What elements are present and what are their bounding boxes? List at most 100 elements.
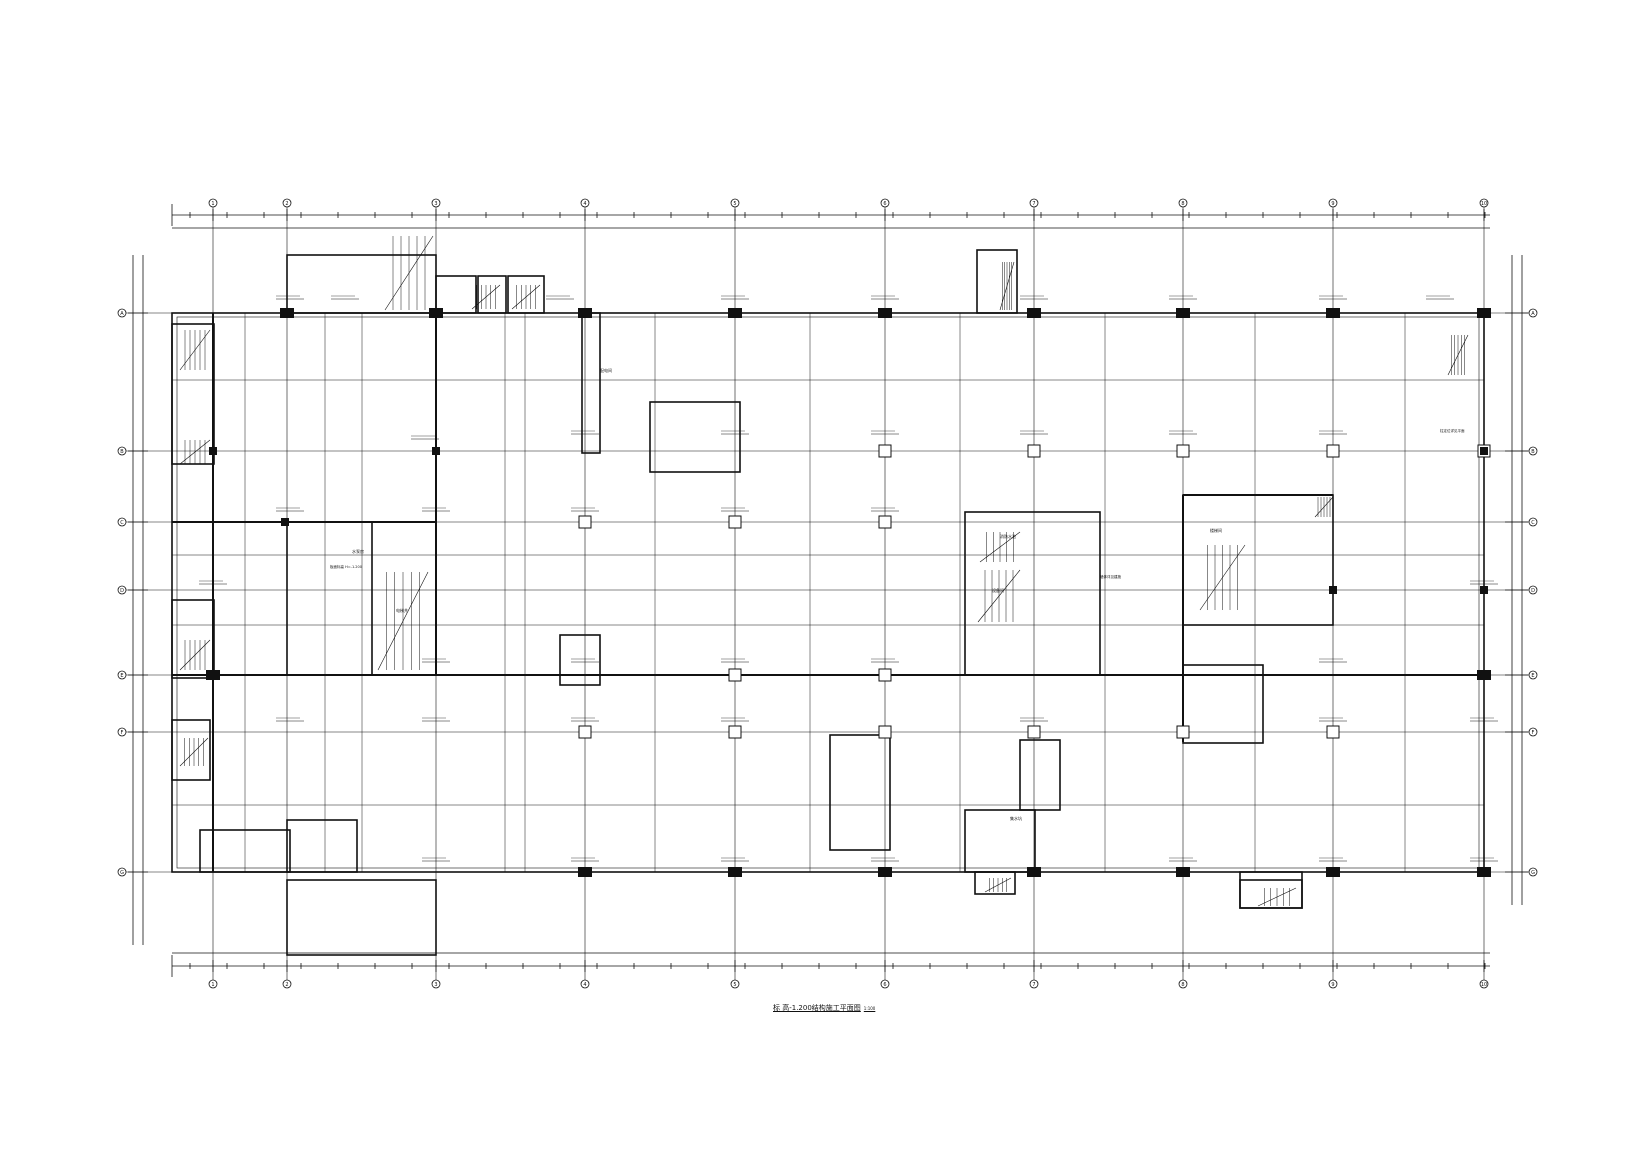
projecting-room-wall bbox=[286, 254, 437, 314]
room-label: 水泵房 bbox=[352, 548, 364, 554]
axis-bubble bbox=[1328, 979, 1338, 989]
column bbox=[1176, 867, 1190, 877]
core-wall bbox=[964, 809, 1036, 873]
dimension-lines bbox=[128, 204, 1528, 977]
axis-bubble bbox=[730, 198, 740, 208]
axis-bubble bbox=[117, 585, 127, 595]
axis-bubble-label: A bbox=[1531, 311, 1535, 317]
column bbox=[1326, 308, 1340, 318]
axis-bubble-label: B bbox=[120, 449, 124, 455]
column-small bbox=[1329, 586, 1337, 594]
axis-bubble-label: 1 bbox=[211, 982, 214, 988]
axis-bubble-label: 10 bbox=[1481, 201, 1487, 207]
core-wall bbox=[199, 829, 291, 873]
plan-note: 柱定位详见平面 bbox=[1440, 428, 1465, 433]
structural-walls bbox=[171, 249, 1485, 956]
stair-diagonal bbox=[179, 329, 211, 371]
stair-diagonal bbox=[179, 439, 211, 465]
axis-bubble bbox=[282, 198, 292, 208]
axis-bubble bbox=[117, 308, 127, 318]
axis-bubble bbox=[282, 979, 292, 989]
projecting-room-wall bbox=[171, 323, 215, 465]
axis-bubble bbox=[117, 867, 127, 877]
projecting-room-wall bbox=[171, 599, 215, 679]
projecting-room-wall bbox=[477, 275, 507, 314]
room-label: 设备间 bbox=[992, 587, 1004, 593]
axis-bubble-label: C bbox=[1531, 520, 1535, 526]
axis-bubble bbox=[1528, 670, 1538, 680]
columns bbox=[206, 308, 1491, 877]
stair-diagonal bbox=[179, 639, 211, 671]
stair-diagonal bbox=[1199, 544, 1246, 611]
axis-bubble bbox=[1528, 867, 1538, 877]
axis-bubble bbox=[880, 198, 890, 208]
room-label: 配电间 bbox=[600, 367, 612, 373]
axis-bubble bbox=[1528, 446, 1538, 456]
axis-bubble bbox=[1328, 198, 1338, 208]
core-wall bbox=[286, 819, 358, 873]
column bbox=[728, 308, 742, 318]
axis-bubble bbox=[1528, 727, 1538, 737]
axis-bubble-label: F bbox=[121, 730, 124, 736]
axis-bubble-label: 4 bbox=[583, 982, 586, 988]
axis-bubble bbox=[431, 198, 441, 208]
stair-diagonal bbox=[471, 284, 501, 310]
core-wall bbox=[1182, 664, 1264, 744]
drawing-title-text: 标 高-1.200结构施工平面图 bbox=[773, 1004, 861, 1012]
column-outline bbox=[728, 515, 742, 529]
column bbox=[206, 670, 220, 680]
outer-wall-inner-face bbox=[176, 316, 1480, 869]
core-wall bbox=[1239, 879, 1303, 909]
axis-bubble bbox=[880, 979, 890, 989]
axis-bubble-label: 2 bbox=[285, 982, 288, 988]
stair-diagonal bbox=[179, 737, 209, 767]
room-label: 集水坑 bbox=[1010, 815, 1022, 821]
axis-bubble bbox=[1178, 198, 1188, 208]
axis-bubble-label: A bbox=[120, 311, 124, 317]
stair-diagonal bbox=[1447, 334, 1469, 376]
axis-bubble bbox=[208, 979, 218, 989]
axis-bubble bbox=[117, 446, 127, 456]
axis-bubble-label: G bbox=[120, 870, 124, 876]
drawing-scale: 1:100 bbox=[863, 1006, 876, 1011]
column bbox=[280, 308, 294, 318]
axis-bubble bbox=[730, 979, 740, 989]
outer-wall bbox=[171, 312, 1485, 873]
column-small bbox=[281, 518, 289, 526]
room-label: 楼梯间 bbox=[1210, 527, 1222, 533]
column bbox=[878, 867, 892, 877]
column bbox=[728, 867, 742, 877]
column-small bbox=[432, 447, 440, 455]
column-outline bbox=[1326, 444, 1340, 458]
axis-bubble bbox=[117, 670, 127, 680]
axis-bubble-label: D bbox=[120, 588, 124, 594]
column bbox=[1176, 308, 1190, 318]
detail-linework bbox=[179, 235, 1498, 907]
column bbox=[878, 308, 892, 318]
axis-bubble-label: E bbox=[1531, 673, 1534, 679]
column-outline bbox=[878, 725, 892, 739]
axis-bubble-label: B bbox=[1531, 449, 1535, 455]
axis-bubble-label: 3 bbox=[434, 982, 437, 988]
axis-bubble bbox=[1479, 198, 1489, 208]
column-outline bbox=[578, 725, 592, 739]
axis-bubble bbox=[1178, 979, 1188, 989]
stair-diagonal bbox=[979, 531, 1021, 563]
axis-bubble-label: 5 bbox=[733, 982, 736, 988]
column-outline bbox=[578, 515, 592, 529]
axis-bubble-label: 6 bbox=[883, 201, 886, 207]
axis-bubble-label: 7 bbox=[1032, 982, 1035, 988]
axis-bubble bbox=[1528, 517, 1538, 527]
stair-diagonal bbox=[1314, 496, 1334, 518]
projecting-room-wall bbox=[507, 275, 545, 314]
axis-bubble-label: E bbox=[120, 673, 123, 679]
core-wall bbox=[286, 521, 437, 676]
axis-bubble-label: C bbox=[120, 520, 124, 526]
column-small bbox=[1480, 586, 1488, 594]
column-outline bbox=[878, 444, 892, 458]
axis-bubble-label: 1 bbox=[211, 201, 214, 207]
column-outline bbox=[1027, 725, 1041, 739]
axis-bubble bbox=[1029, 979, 1039, 989]
